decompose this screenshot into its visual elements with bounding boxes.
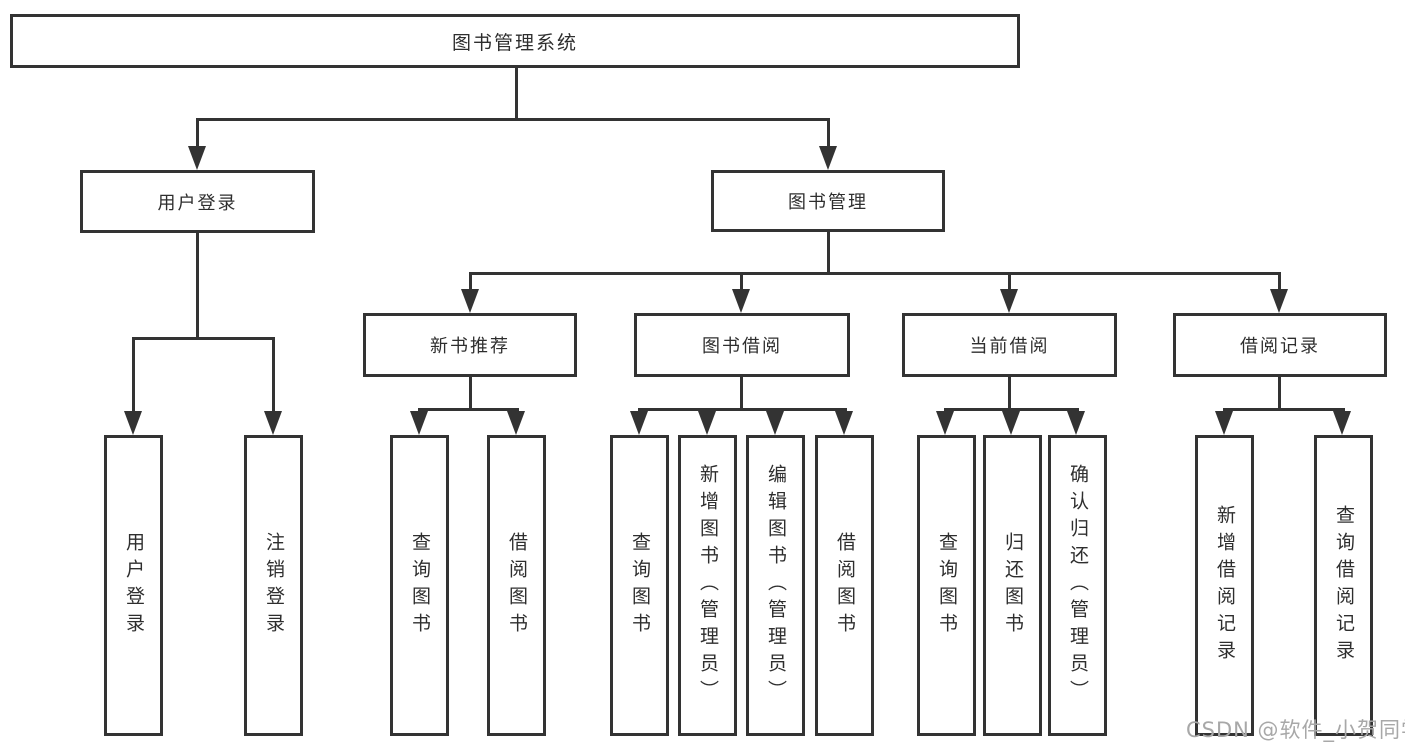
node-label: 当前借阅 [969,336,1050,357]
connector-line [1008,272,1011,290]
node-book-management: 图书管理 [711,170,945,232]
arrow-down-icon [1000,289,1018,313]
connector-line [469,272,1280,275]
node-label: 图书管理系统 [451,31,578,54]
arrow-down-icon [188,146,206,170]
arrow-down-icon [732,289,750,313]
node-label: 借阅图书 [506,531,528,640]
csdn-watermark: CSDN @软件_小贺同学 [1186,718,1405,742]
node-label: 新增借阅记录 [1214,504,1236,667]
arrow-down-icon [630,411,648,435]
arrow-down-icon [819,146,837,170]
connector-line [740,272,743,290]
node-label: 归还图书 [1002,531,1024,640]
connector-line [1278,377,1281,408]
arrow-down-icon [835,411,853,435]
node-user-login: 用户登录 [80,170,315,233]
leaf-borrow-books: 借阅图书 [815,435,874,736]
node-label: 注销登录 [263,531,285,640]
node-label: 查询图书 [936,531,958,640]
connector-line [1223,408,1345,411]
node-label: 确认归还（管理员） [1067,464,1089,707]
connector-line [827,232,830,272]
connector-line [418,408,519,411]
arrow-down-icon [1002,411,1020,435]
node-label: 查询借阅记录 [1333,504,1355,667]
arrow-down-icon [1333,411,1351,435]
leaf-query-books-current: 查询图书 [917,435,976,736]
connector-line [196,233,199,337]
node-label: 图书借阅 [702,336,782,357]
arrow-down-icon [1270,289,1288,313]
arrow-down-icon [410,411,428,435]
node-book-borrow: 图书借阅 [634,313,850,377]
node-label: 借阅图书 [834,531,856,640]
leaf-borrow-books-recommend: 借阅图书 [487,435,546,736]
leaf-confirm-return-admin: 确认归还（管理员） [1048,435,1107,736]
leaf-logout: 注销登录 [244,435,303,736]
connector-line [196,118,830,121]
arrow-down-icon [461,289,479,313]
connector-line [1278,272,1281,290]
leaf-add-borrow-record: 新增借阅记录 [1195,435,1254,736]
leaf-query-borrow-record: 查询借阅记录 [1314,435,1373,736]
arrow-down-icon [1067,411,1085,435]
connector-line [196,118,199,147]
connector-line [132,337,275,340]
arrow-down-icon [936,411,954,435]
node-label: 新书推荐 [430,336,510,357]
node-label: 查询图书 [629,531,651,640]
connector-line [827,118,830,147]
connector-line [272,337,275,412]
connector-line [1008,377,1011,408]
arrow-down-icon [264,411,282,435]
connector-line [515,68,518,118]
connector-line [469,272,472,290]
node-borrow-records: 借阅记录 [1173,313,1387,377]
connector-line [638,408,847,411]
connector-line [740,377,743,408]
connector-line [469,377,472,408]
arrow-down-icon [1215,411,1233,435]
node-label: 用户登录 [157,192,238,214]
leaf-return-books: 归还图书 [983,435,1042,736]
leaf-query-books-borrow: 查询图书 [610,435,669,736]
node-label: 借阅记录 [1240,336,1320,357]
connector-line [132,337,135,412]
leaf-user-login: 用户登录 [104,435,163,736]
node-label: 新增图书（管理员） [697,464,719,707]
leaf-edit-books-admin: 编辑图书（管理员） [746,435,805,736]
node-label: 编辑图书（管理员） [765,464,787,707]
leaf-query-books-recommend: 查询图书 [390,435,449,736]
arrow-down-icon [766,411,784,435]
node-current-borrow: 当前借阅 [902,313,1117,377]
node-label: 查询图书 [409,531,431,640]
node-root-library-system: 图书管理系统 [10,14,1020,68]
arrow-down-icon [698,411,716,435]
node-label: 用户登录 [123,531,145,640]
leaf-add-books-admin: 新增图书（管理员） [678,435,737,736]
node-label: 图书管理 [788,192,868,213]
arrow-down-icon [507,411,525,435]
arrow-down-icon [124,411,142,435]
node-new-book-recommend: 新书推荐 [363,313,577,377]
